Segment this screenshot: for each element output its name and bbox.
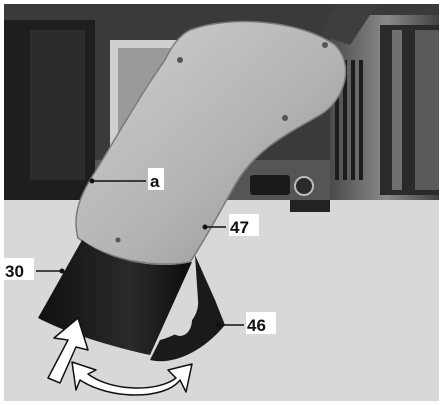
handle-grip [75,20,347,265]
callout-46: 46 [247,316,266,335]
callout-30: 30 [5,262,24,281]
push-arrow-icon [47,317,89,384]
frame-right [439,0,443,405]
callout-47: 47 [230,218,249,237]
lens-barrel [330,15,443,200]
rotate-arrow-icon [71,361,193,396]
callout-a: a [150,172,160,191]
side-controls [250,175,330,212]
callout-labels: a 47 30 46 [4,168,276,335]
frame-bottom [0,401,443,405]
frame-left [0,0,4,405]
callout-lines [36,180,244,326]
callout-dots [59,178,221,328]
frame-top [0,0,443,4]
strap-clip [320,0,380,45]
